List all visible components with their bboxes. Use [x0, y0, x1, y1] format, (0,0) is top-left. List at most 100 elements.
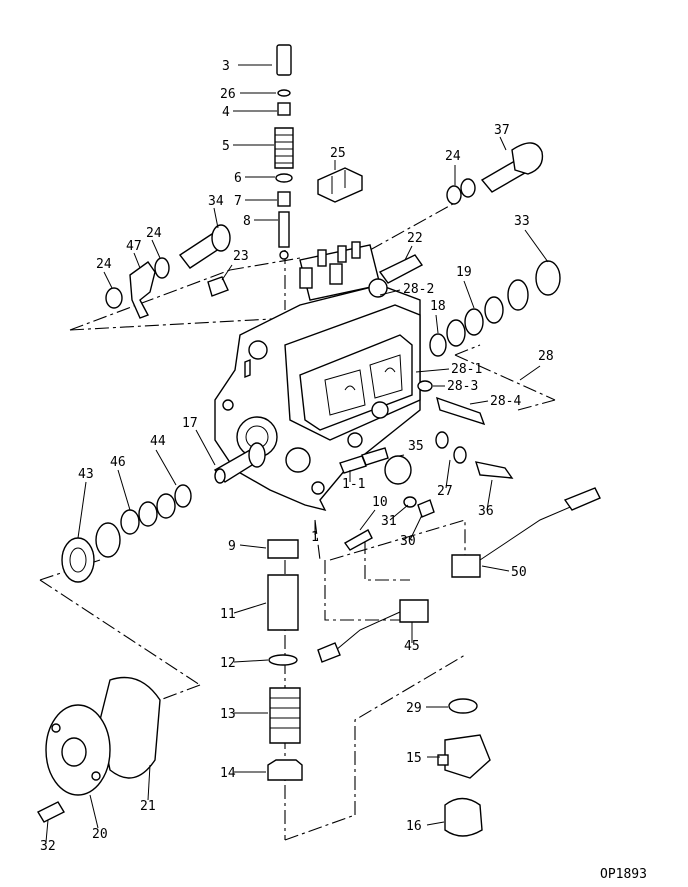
leader-line-28 [519, 365, 541, 381]
drive-shaft [213, 442, 266, 484]
bottom-column-parts [267, 539, 303, 781]
part-label-1: 1 [311, 530, 319, 545]
part-label-10: 10 [372, 495, 388, 510]
right-seal-stack [417, 260, 561, 426]
leader-line-34 [213, 207, 219, 229]
leader-line-28-2 [379, 289, 401, 296]
left-seal-stack [61, 484, 192, 583]
part-label-8: 8 [243, 214, 251, 229]
leader-line-19 [463, 280, 475, 309]
leader-line-9 [239, 544, 267, 549]
part-label-5: 5 [222, 139, 230, 154]
leader-line-46 [117, 469, 131, 511]
sensors [317, 487, 601, 663]
part-label-37: 37 [494, 123, 510, 138]
leader-line-50 [481, 565, 510, 572]
part-label-1-1: 1-1 [342, 477, 365, 492]
leader-line-47 [133, 252, 141, 269]
leader-line-21 [147, 764, 151, 801]
part-label-43: 43 [78, 467, 94, 482]
leader-line-17 [195, 429, 216, 466]
part-label-16: 16 [406, 819, 422, 834]
part-label-28-4: 28-4 [490, 394, 521, 409]
delivery-valve-stack [274, 44, 294, 260]
leader-line-35 [398, 454, 405, 457]
part-label-35: 35 [408, 439, 424, 454]
part-label-24a: 24 [445, 149, 461, 164]
part-label-30: 30 [400, 534, 416, 549]
leader-line-33 [524, 229, 549, 263]
part-label-46: 46 [110, 455, 126, 470]
part-label-11: 11 [220, 607, 236, 622]
cover-and-bolt-36 [339, 431, 514, 485]
part-label-24b: 24 [146, 226, 162, 241]
part-label-19: 19 [456, 265, 472, 280]
leader-line-12 [233, 659, 269, 663]
leader-line-24b [151, 239, 161, 259]
leader-line-27 [445, 459, 451, 489]
part-label-28: 28 [538, 349, 554, 364]
leader-line-18 [435, 314, 439, 334]
part-label-6: 6 [234, 171, 242, 186]
leader-line-32 [45, 819, 49, 843]
part-label-17: 17 [182, 416, 198, 431]
pump-housing [214, 241, 421, 512]
part-label-31: 31 [381, 514, 397, 529]
part-label-12: 12 [220, 656, 236, 671]
flange-parts [37, 676, 161, 823]
leader-line-24c [103, 271, 113, 289]
part-label-18: 18 [430, 299, 446, 314]
part-label-14: 14 [220, 766, 236, 781]
leader-line-30 [409, 514, 423, 541]
bolt-22 [378, 254, 424, 284]
part-label-44: 44 [150, 434, 166, 449]
part-label-21: 21 [140, 799, 156, 814]
leader-line-22 [404, 245, 413, 261]
part-label-23: 23 [233, 249, 249, 264]
leader-line-20 [89, 794, 99, 829]
assembly-lines [39, 199, 556, 841]
part-label-26: 26 [220, 87, 236, 102]
leader-line-11 [233, 602, 267, 614]
part-label-4: 4 [222, 105, 230, 120]
part-label-7: 7 [234, 194, 242, 209]
leader-line-10 [359, 509, 376, 531]
banjo-bolt-34 [105, 224, 231, 319]
part-label-45: 45 [404, 639, 420, 654]
leader-line-44 [155, 449, 177, 486]
part-label-25: 25 [330, 146, 346, 161]
part-label-24c: 24 [96, 257, 112, 272]
part-label-3: 3 [222, 59, 230, 74]
leader-line-23 [221, 264, 233, 281]
part-label-28-2: 28-2 [403, 282, 434, 297]
leader-line-16 [426, 821, 445, 826]
part-label-13: 13 [220, 707, 236, 722]
part-label-32: 32 [40, 839, 56, 854]
part-label-15: 15 [406, 751, 422, 766]
part-label-28-1: 28-1 [451, 362, 482, 377]
part-label-47: 47 [126, 239, 142, 254]
leader-line-37 [499, 136, 507, 151]
leader-line-28-4 [469, 400, 489, 405]
part-label-20: 20 [92, 827, 108, 842]
leader-line-43 [77, 481, 87, 539]
bottom-right-parts [437, 698, 491, 837]
part-label-28-3: 28-3 [447, 379, 478, 394]
figure-code: OP1893 [600, 867, 647, 882]
part-label-36: 36 [478, 504, 494, 519]
leader-line-28-1 [415, 368, 450, 373]
bracket-25 [317, 167, 363, 203]
part-label-50: 50 [511, 565, 527, 580]
part-label-22: 22 [407, 231, 423, 246]
banjo-bolt-37 [446, 142, 544, 205]
part-label-34: 34 [208, 194, 224, 209]
leader-line-31 [389, 504, 409, 521]
screw-10 [343, 496, 435, 551]
part-label-33: 33 [514, 214, 530, 229]
part-label-27: 27 [437, 484, 453, 499]
part-label-9: 9 [228, 539, 236, 554]
leader-line-36 [486, 479, 493, 511]
part-label-29: 29 [406, 701, 422, 716]
